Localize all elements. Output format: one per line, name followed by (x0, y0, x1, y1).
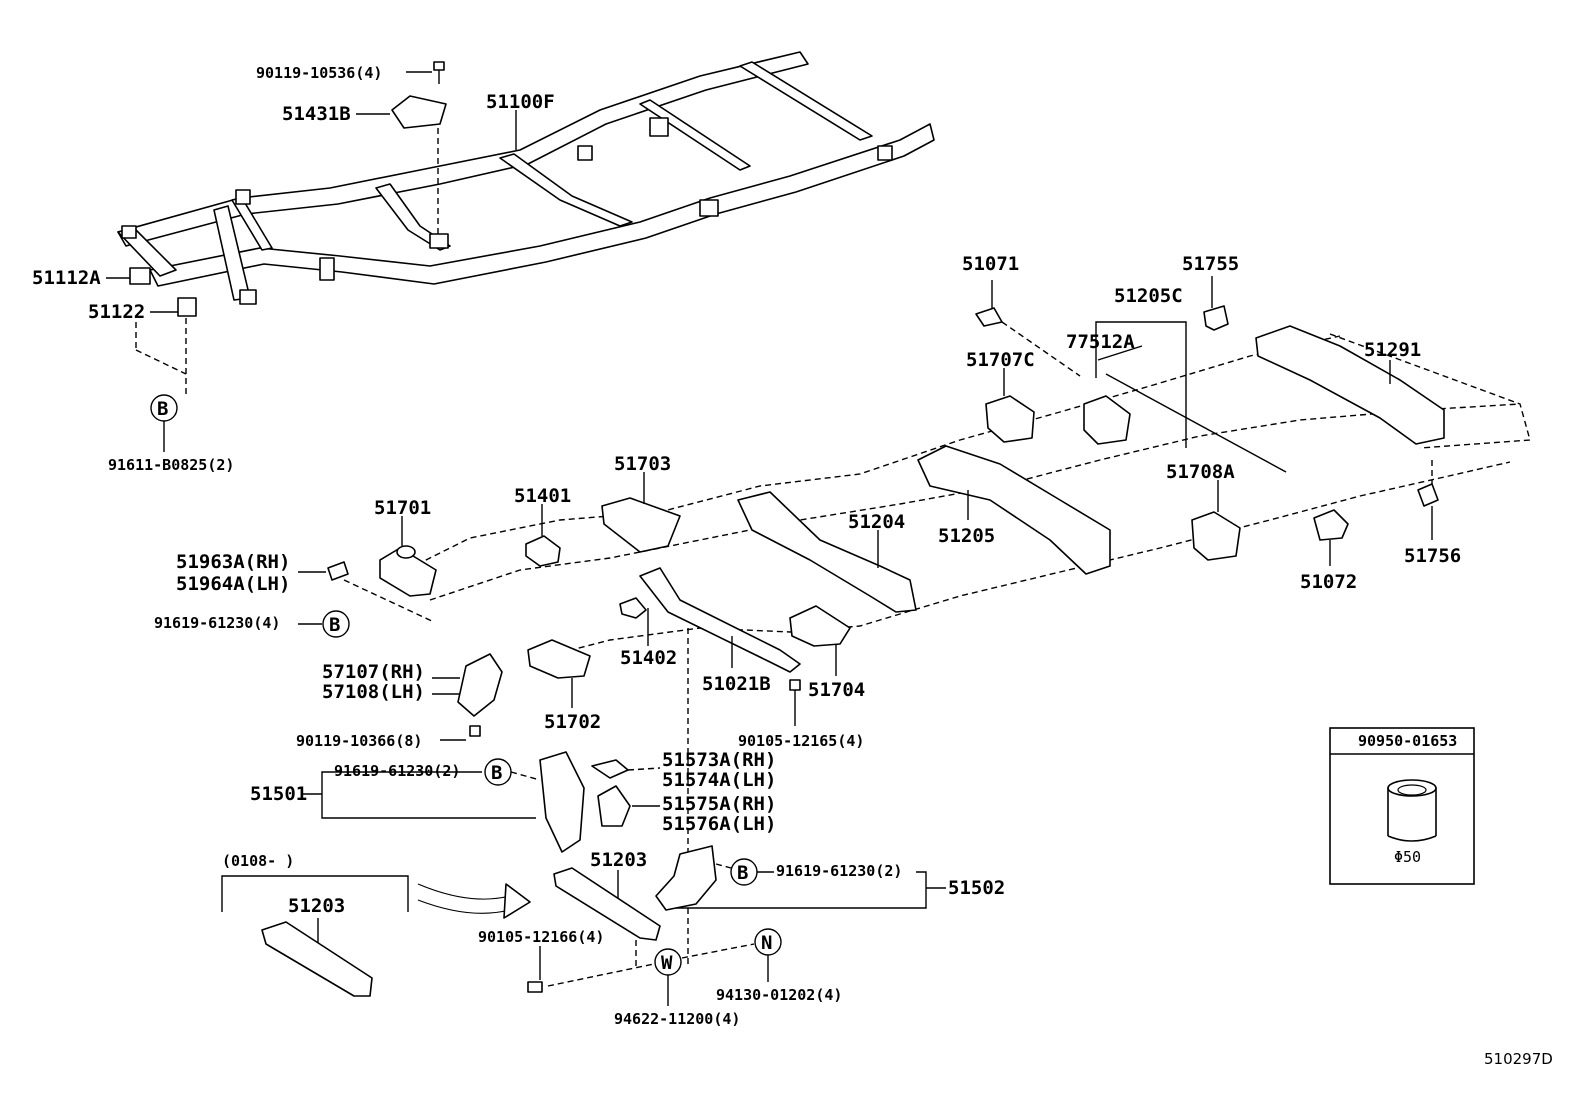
label-51703: 51703 (614, 453, 671, 475)
bracket-51755-icon (1203, 305, 1229, 331)
label-51702: 51702 (544, 711, 601, 733)
bracket-51501-icon (539, 751, 585, 853)
label-51707c: 51707C (966, 349, 1035, 371)
crossmember-51203-mid-icon (553, 867, 661, 941)
label-51291: 51291 (1364, 339, 1421, 361)
label-51704: 51704 (808, 679, 865, 701)
label-51021b: 51021B (702, 673, 771, 695)
bracket-57107-icon (457, 653, 503, 717)
grommet-icon (1387, 779, 1437, 797)
crossmember-51291-icon (1255, 325, 1445, 445)
label-51708a: 51708A (1166, 461, 1235, 483)
label-51100f: 51100F (486, 91, 555, 113)
mount-51112a-icon (129, 267, 151, 285)
bracket-51573a-icon (591, 759, 629, 779)
bracket-51756-icon (1417, 483, 1439, 507)
label-51204: 51204 (848, 511, 905, 533)
frame-assembly-drawing (117, 51, 935, 305)
label-51122: 51122 (88, 301, 145, 323)
label-57108: 57108(LH) (322, 681, 425, 703)
label-51203-left: 51203 (288, 895, 345, 917)
bolt-icon (433, 61, 445, 84)
figure-code: 510297D (1484, 1050, 1553, 1068)
callout-b-letter: B (329, 614, 340, 636)
label-57107: 57107(RH) (322, 661, 425, 683)
crossmember-51204-icon (737, 491, 917, 613)
bracket-51575a-icon (597, 785, 631, 827)
mount-51708a-icon (1191, 511, 1241, 561)
inset-90950-01653: 90950-01653 Φ50 (1329, 727, 1475, 885)
mount-51703-icon (601, 497, 681, 553)
bolt-icon (527, 981, 543, 993)
callout-n-letter: N (761, 932, 772, 954)
bracket-51431b-icon (391, 95, 447, 129)
label-94622-11200: 94622-11200(4) (614, 1010, 740, 1028)
label-51574a: 51574A(LH) (662, 769, 776, 791)
callout-b-letter: B (737, 862, 748, 884)
label-90119-10366: 90119-10366(8) (296, 732, 422, 750)
label-51431b: 51431B (282, 103, 351, 125)
cushion-51122-icon (177, 297, 197, 317)
label-51502: 51502 (948, 877, 1005, 899)
label-51203-mid: 51203 (590, 849, 647, 871)
label-77512a: 77512A (1066, 331, 1135, 353)
label-51573a: 51573A(RH) (662, 749, 776, 771)
bracket-77512a-icon (1083, 395, 1131, 445)
mount-51401-icon (525, 535, 561, 567)
label-51756: 51756 (1404, 545, 1461, 567)
label-51071: 51071 (962, 253, 1019, 275)
mount-51702-icon (527, 639, 591, 679)
label-91611-b0825: 91611-B0825(2) (108, 456, 234, 474)
label-phi50: Φ50 (1394, 848, 1421, 866)
label-90950-01653: 90950-01653 (1358, 732, 1457, 750)
bracket-51071-icon (975, 307, 1003, 327)
label-91619-61230-2b: 91619-61230(2) (776, 862, 902, 880)
label-51575a: 51575A(RH) (662, 793, 776, 815)
mount-51704-icon (789, 605, 851, 647)
bolt-icon (469, 725, 481, 737)
label-94130-01202: 94130-01202(4) (716, 986, 842, 1004)
bracket-51402-icon (619, 597, 647, 619)
label-51402: 51402 (620, 647, 677, 669)
label-51112a: 51112A (32, 267, 101, 289)
crossmember-51203-left-icon (261, 921, 373, 997)
label-90105-12165: 90105-12165(4) (738, 732, 864, 750)
label-51964a: 51964A(LH) (176, 573, 290, 595)
label-date-range: (0108- ) (222, 852, 294, 870)
label-51401: 51401 (514, 485, 571, 507)
label-90119-10536: 90119-10536(4) (256, 64, 382, 82)
label-51701: 51701 (374, 497, 431, 519)
label-51755: 51755 (1182, 253, 1239, 275)
callout-b-letter: B (157, 398, 168, 420)
label-51205c: 51205C (1114, 285, 1183, 307)
label-90105-12166: 90105-12166(4) (478, 928, 604, 946)
label-51576a: 51576A(LH) (662, 813, 776, 835)
bracket-51502-icon (655, 845, 717, 911)
label-51072: 51072 (1300, 571, 1357, 593)
label-51205: 51205 (938, 525, 995, 547)
label-91619-61230-4: 91619-61230(4) (154, 614, 280, 632)
label-51501: 51501 (250, 783, 307, 805)
lower-frame-outline (389, 333, 1531, 966)
bracket-51963a-icon (327, 561, 349, 581)
callout-w-letter: W (661, 952, 673, 974)
rod-51021b-icon (639, 567, 801, 673)
label-51963a: 51963A(RH) (176, 551, 290, 573)
callout-b-letter: B (491, 762, 502, 784)
bolt-icon (789, 679, 801, 691)
crossmember-51205-icon (917, 445, 1111, 575)
label-91619-61230-2a: 91619-61230(2) (334, 762, 460, 780)
mount-51707c-icon (985, 395, 1035, 443)
mount-51072-icon (1313, 509, 1349, 541)
callout-b-circle (322, 610, 350, 638)
arrow-icon (417, 883, 511, 900)
